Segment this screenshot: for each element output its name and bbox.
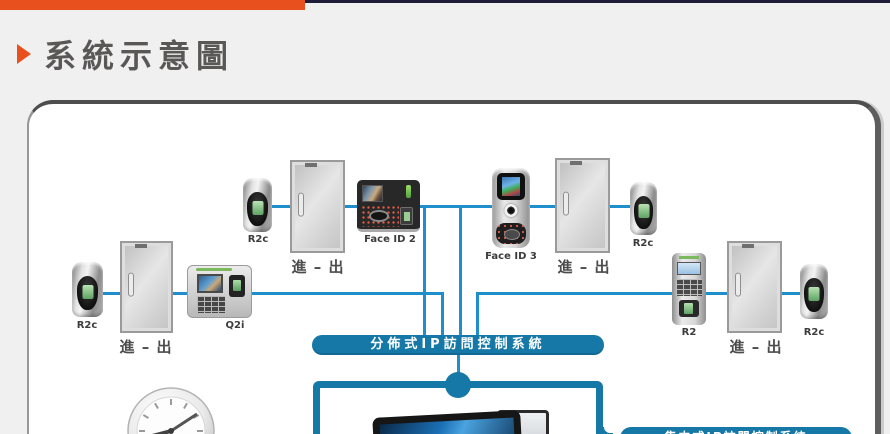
- device-label: Q2i: [225, 320, 245, 331]
- main-network-line-left: [85, 292, 444, 295]
- door-2: [290, 160, 345, 253]
- door-3: [555, 158, 610, 253]
- led-indicator: [406, 185, 411, 198]
- device-screen: [197, 274, 223, 293]
- upper-network-line: [255, 205, 645, 208]
- device-label: R2c: [247, 234, 269, 245]
- device-label: R2c: [76, 320, 98, 331]
- fingerprint-sensor: [229, 275, 245, 297]
- device-r2c-3: [630, 182, 657, 235]
- door-handle: [735, 272, 741, 297]
- page-header: 系統示意圖: [17, 31, 234, 77]
- status-strip: [679, 256, 699, 259]
- door-handle: [563, 191, 569, 216]
- device-faceid3: [492, 168, 530, 248]
- monitor-screen: [379, 417, 517, 434]
- device-screen: [497, 173, 525, 200]
- device-label: R2c: [632, 238, 654, 249]
- orange-accent-bar: [0, 0, 305, 10]
- distributed-system-bar: 分佈式IP訪問控制系統: [312, 335, 604, 355]
- door-1: [120, 241, 173, 333]
- main-network-line-right: [476, 292, 816, 295]
- fingerprint-sensor: [679, 300, 699, 317]
- junction-node: [445, 372, 471, 398]
- drop-line-main-left: [441, 292, 444, 336]
- drop-line-main-right: [476, 292, 479, 336]
- door-closer: [305, 163, 318, 167]
- gate-label: 進 – 出: [729, 338, 783, 356]
- camera-lens: [369, 210, 389, 222]
- fingerprint-sensor: [400, 207, 413, 225]
- door-closer: [134, 244, 147, 248]
- device-label: Face ID 2: [364, 234, 416, 245]
- device-keypad: [496, 223, 526, 244]
- gate-label: 進 – 出: [291, 258, 345, 276]
- gate-label: 進 – 出: [119, 338, 173, 356]
- arrow-bullet-icon: [17, 44, 31, 64]
- status-strip: [196, 268, 232, 271]
- camera-lens: [504, 204, 518, 217]
- wall-clock: [127, 387, 215, 434]
- device-label: Face ID 3: [485, 251, 537, 262]
- drop-line-to-server: [457, 354, 460, 376]
- device-label: R2c: [803, 327, 825, 338]
- drop-line-upper-right: [459, 205, 462, 336]
- device-label: R2: [681, 327, 697, 338]
- door-handle: [128, 272, 134, 297]
- device-screen: [677, 262, 701, 275]
- device-faceid2: [357, 180, 420, 232]
- door-closer: [570, 161, 583, 165]
- page-title: 系統示意圖: [44, 37, 235, 75]
- device-r2c-4: [800, 264, 828, 319]
- device-r2: [672, 253, 706, 325]
- device-screen: [362, 185, 383, 202]
- door-closer: [742, 244, 755, 248]
- drop-line-upper-left: [423, 205, 426, 336]
- door-4: [727, 241, 782, 333]
- centralized-system-bar: 集中式IP訪問控制系統: [620, 427, 852, 434]
- device-q2i: [187, 265, 252, 318]
- connector-elbow: [598, 427, 613, 434]
- gate-label: 進 – 出: [557, 258, 611, 276]
- device-r2c-2: [243, 178, 272, 232]
- door-handle: [298, 192, 304, 217]
- top-navy-line: [0, 0, 890, 3]
- device-keypad: [676, 279, 702, 296]
- device-keypad: [197, 296, 225, 313]
- device-r2c-1: [72, 262, 103, 317]
- minute-hand: [170, 412, 198, 433]
